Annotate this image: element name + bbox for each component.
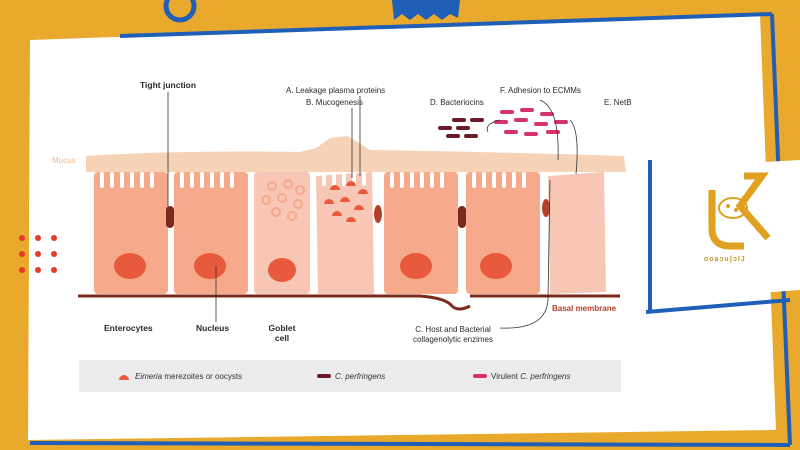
goblet-label-line2: cell bbox=[274, 333, 290, 343]
legend-virulent-pre: Virulent bbox=[491, 372, 521, 381]
virulent-cp-bacteria bbox=[494, 108, 568, 136]
nucleus-label: Nucleus bbox=[196, 323, 230, 333]
legend-virulent-name: C. perfringens bbox=[520, 372, 571, 381]
ring-decor bbox=[163, 0, 197, 23]
label-f: F. Adhesion to ECMMs bbox=[500, 86, 581, 95]
basal-membrane-label: Basal membrane bbox=[552, 304, 617, 313]
enterocyte-cell bbox=[94, 172, 168, 294]
pointer-lines bbox=[167, 92, 578, 329]
goblet-cell bbox=[254, 172, 310, 294]
label-c-line1: C. Host and Bacterial bbox=[415, 325, 491, 334]
label-c: C. Host and Bacterial collagenolytic enz… bbox=[405, 325, 501, 345]
basal-membrane bbox=[78, 294, 471, 311]
brand-caption: ooaɔuʃɔIJ bbox=[704, 256, 746, 263]
top-blue-line bbox=[119, 12, 773, 38]
legend-eimeria-rest: merezoites or oocysts bbox=[162, 372, 243, 381]
enterocyte-cell bbox=[174, 172, 248, 294]
goblet-label-line1: Goblet bbox=[268, 323, 296, 333]
eimeria-legend-icon bbox=[119, 375, 129, 380]
brand-logo bbox=[645, 160, 800, 314]
eimeria-merozoites bbox=[324, 181, 368, 222]
legend-eimeria: Eimeria merezoites or oocysts bbox=[135, 372, 242, 381]
label-d: D. Bacteriocins bbox=[430, 98, 484, 107]
label-c-line2: collagenolytic enzimes bbox=[412, 335, 494, 344]
legend-cp: C. perfringens bbox=[335, 372, 386, 381]
goblet-label: Goblet cell bbox=[262, 323, 302, 343]
enterocyte-cell bbox=[466, 172, 540, 294]
dots-decor bbox=[19, 235, 57, 273]
damaged-cell bbox=[316, 172, 382, 294]
mucus-layer bbox=[86, 136, 626, 172]
tight-junction bbox=[458, 206, 466, 228]
label-e: E. NetB bbox=[604, 98, 632, 107]
damaged-cell-right bbox=[542, 172, 606, 294]
legend-virulent: Virulent C. perfringens bbox=[491, 372, 570, 381]
label-b: B. Mucogenesis bbox=[306, 98, 363, 107]
label-a: A. Leakage plasma proteins bbox=[286, 86, 386, 95]
legend-symbols bbox=[119, 374, 487, 380]
bottom-blue-line bbox=[29, 441, 791, 447]
enterocytes-label: Enterocytes bbox=[104, 323, 153, 333]
legend-eimeria-name: Eimeria bbox=[135, 372, 163, 381]
legend: Eimeria merezoites or oocysts C. perfrin… bbox=[79, 360, 621, 392]
tight-junction bbox=[166, 206, 174, 228]
cp-bacteria bbox=[438, 118, 484, 138]
mucus-label: Mucus bbox=[52, 156, 76, 165]
tight-junction-label: Tight junction bbox=[140, 80, 197, 90]
virulent-legend-icon bbox=[473, 374, 487, 378]
ribbon-decor bbox=[392, 0, 460, 20]
cp-legend-icon bbox=[317, 374, 331, 378]
enterocyte-cell bbox=[384, 172, 458, 294]
